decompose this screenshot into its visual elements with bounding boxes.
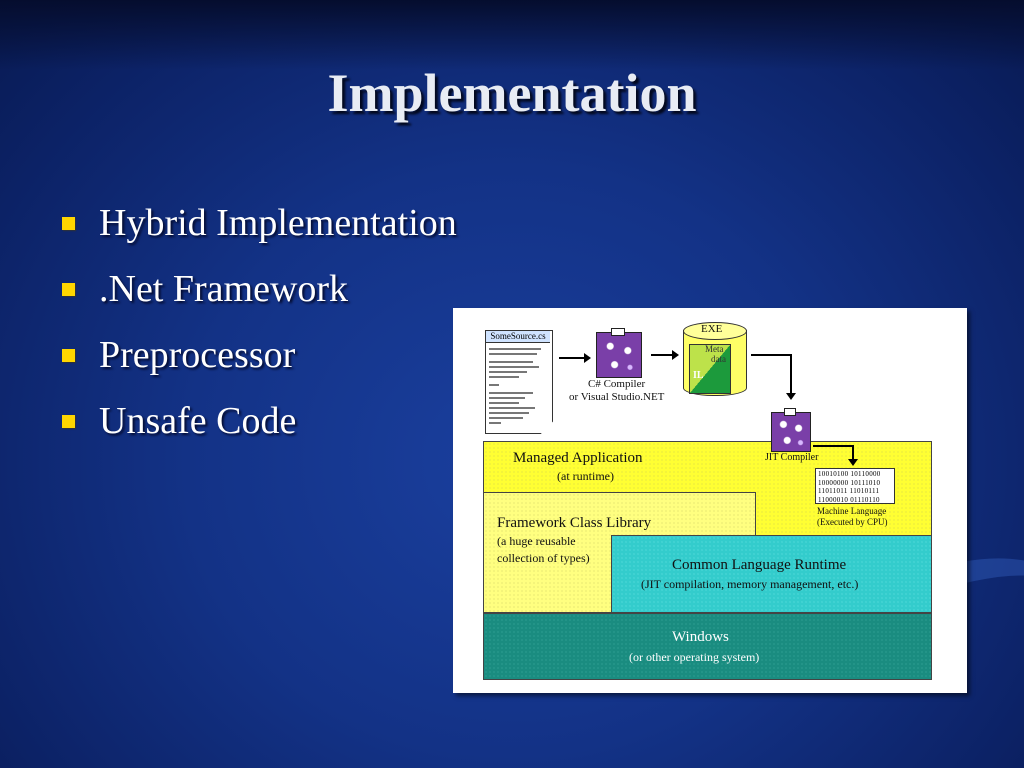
machine-code-row: 11011011 11010111 [818,487,880,495]
connector-line [813,445,853,447]
csharp-compiler-gear-icon [596,332,642,378]
square-bullet-icon [62,216,75,230]
bullet-item: Unsafe Code [62,388,457,454]
arrow-to-machine-code [848,445,858,466]
code-line [489,407,535,409]
fcl-sublabel-1: (a huge reusable [497,534,576,548]
code-line [489,371,527,373]
exe-contents [689,344,731,394]
machine-code-row: 10000000 10111010 [818,478,881,487]
code-line [489,384,499,386]
windows-label: Windows [672,629,729,645]
source-file-name: SomeSource.cs [486,331,550,343]
gear-tab [611,328,625,336]
code-line [489,417,523,419]
bullet-list: Hybrid Implementation .Net Framework Pre… [62,190,457,454]
fcl-sublabel-2: collection of types) [497,551,590,565]
csharp-compiler-label: C# Compiler [588,378,646,390]
code-line [489,366,539,368]
square-bullet-icon [62,348,75,362]
arrow-to-exe [651,350,679,360]
bullet-text: Preprocessor [99,334,296,376]
clr-block [611,535,932,613]
bullet-item: Hybrid Implementation [62,190,457,256]
code-line [489,412,529,414]
bullet-item: .Net Framework [62,256,457,322]
jit-compiler-gear-icon [771,412,811,452]
clr-sublabel: (JIT compilation, memory management, etc… [641,577,859,591]
metadata-label-1: Meta [705,344,724,354]
bullet-text: .Net Framework [99,268,349,310]
machine-language-sublabel: (Executed by CPU) [817,517,888,527]
code-line [489,402,519,404]
machine-code-box: 10010100 10110000 10000000 10111010 1101… [815,468,895,504]
machine-language-label: Machine Language [817,506,887,516]
arrow-to-compiler [559,353,591,363]
slide-title: Implementation [327,63,697,123]
code-line [489,348,541,350]
square-bullet-icon [62,282,75,296]
code-line [489,422,501,424]
source-document-icon [485,330,553,434]
exe-cylinder-top [683,322,747,340]
bullet-text: Hybrid Implementation [99,202,457,244]
code-line [489,392,533,394]
machine-code-row: 11000010 01110110 [818,495,880,504]
dotnet-architecture-diagram: Managed Application (at runtime) Framewo… [453,308,967,693]
code-line [489,353,537,355]
metadata-label-2: data [711,354,726,364]
windows-sublabel: (or other operating system) [629,650,760,664]
code-line [489,376,519,378]
code-line [489,397,525,399]
managed-application-sublabel: (at runtime) [557,469,614,483]
square-bullet-icon [62,414,75,428]
bullet-text: Unsafe Code [99,400,297,442]
managed-application-label: Managed Application [513,450,643,466]
clr-label: Common Language Runtime [672,557,847,573]
csharp-compiler-sublabel: or Visual Studio.NET [569,391,665,403]
il-label: IL [693,370,704,381]
jit-compiler-label: JIT Compiler [765,452,819,463]
windows-block [483,613,932,680]
fcl-label: Framework Class Library [497,515,652,531]
exe-label: EXE [701,323,723,335]
arrow-to-jit [786,354,796,400]
bullet-item: Preprocessor [62,322,457,388]
slide-top-band [0,0,1024,70]
code-line [489,361,533,363]
gear-tab [784,408,796,416]
machine-code-row: 10010100 10110000 [818,470,881,478]
connector-line [751,354,791,356]
